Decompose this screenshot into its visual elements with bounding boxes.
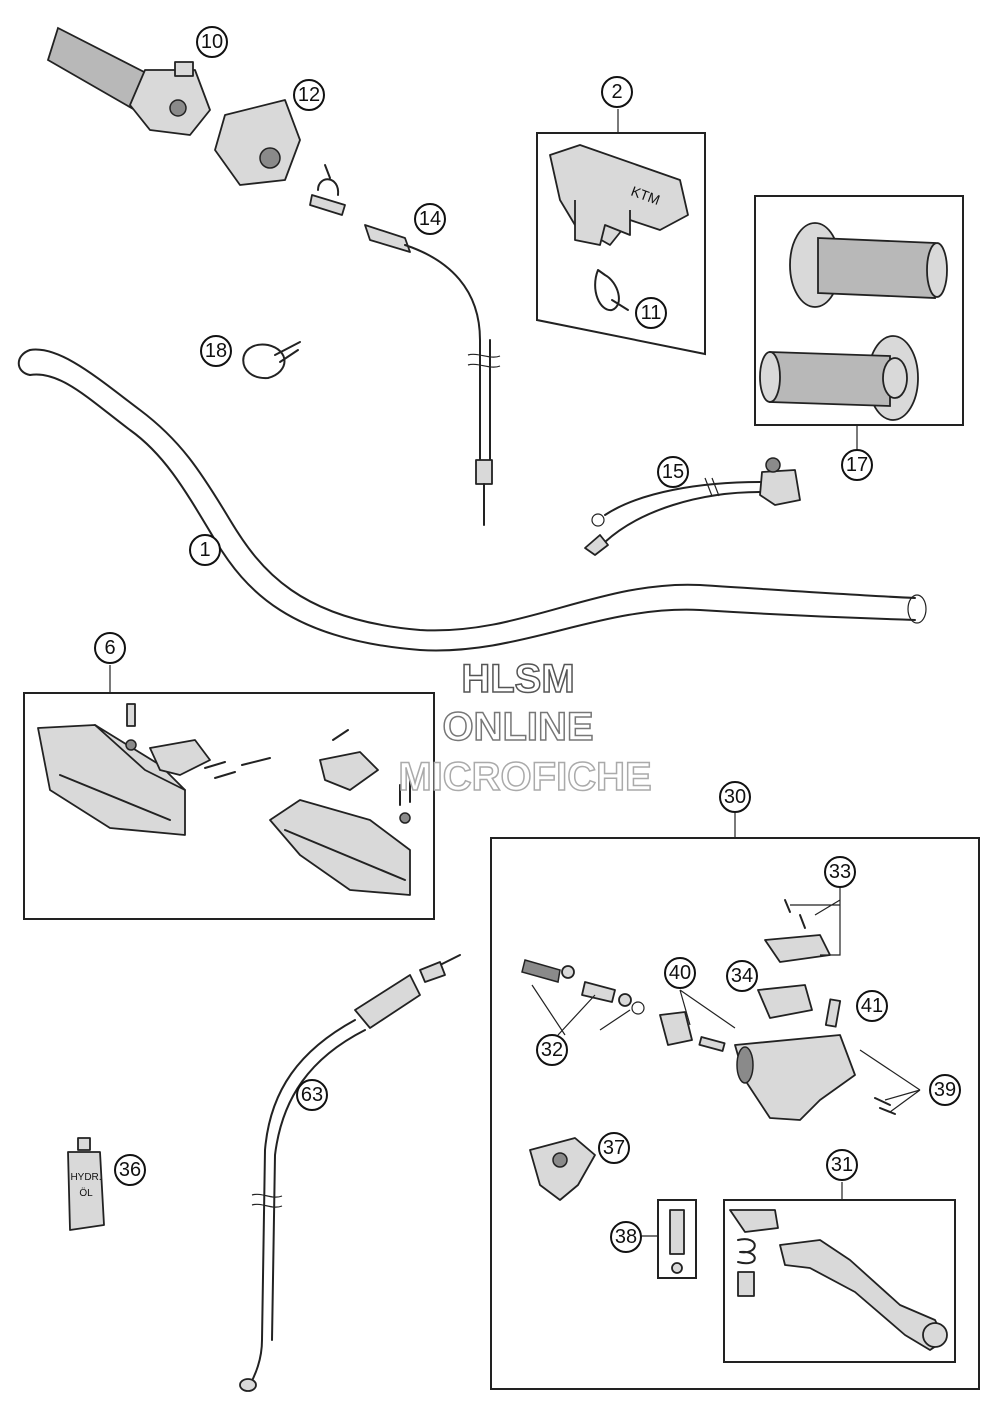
cable-tie [242,341,301,380]
brake-line [239,954,461,1392]
callout-33: 33 [824,856,856,888]
callout-12: 12 [293,79,325,111]
svg-text:15: 15 [662,461,684,483]
watermark-line1: HLSM [461,657,574,701]
bottle-label-line1: HYDR. [70,1172,101,1183]
callout-15: 15 [657,456,689,488]
svg-text:40: 40 [669,962,691,984]
callout-63: 63 [296,1079,328,1111]
watermark-line2: ONLINE [442,705,593,749]
callout-31: 31 [826,1149,858,1181]
handlebar [17,348,927,652]
svg-text:30: 30 [724,786,746,808]
callout-30: 30 [719,781,751,813]
svg-text:14: 14 [419,208,441,230]
watermark-line3: MICROFICHE [398,755,651,799]
bottle-label-line2: ÖL [79,1187,93,1199]
callout-37: 37 [598,1132,630,1164]
svg-text:1: 1 [199,539,210,561]
svg-text:10: 10 [201,31,223,53]
grips-group [754,195,964,426]
svg-text:39: 39 [934,1079,956,1101]
svg-text:17: 17 [846,454,868,476]
svg-text:11: 11 [641,302,662,324]
callout-11: 11 [635,297,667,329]
svg-text:37: 37 [603,1137,625,1159]
callout-39: 39 [929,1074,961,1106]
svg-text:32: 32 [541,1039,563,1061]
svg-text:38: 38 [615,1226,637,1248]
handlebar-pad-group: KTM [536,132,706,356]
callout-32: 32 [536,1034,568,1066]
hydraulic-oil-bottle: HYDR. ÖL [67,1137,105,1231]
callout-41: 41 [856,990,888,1022]
watermark: HLSM ONLINE MICROFICHE [398,656,653,800]
callout-17: 17 [841,449,873,481]
callout-34: 34 [726,960,758,992]
svg-text:31: 31 [831,1154,853,1176]
svg-text:6: 6 [104,637,115,659]
callout-10: 10 [196,26,228,58]
callout-38: 38 [610,1221,642,1253]
throttle-housing-cover [214,99,301,186]
svg-text:41: 41 [861,995,883,1017]
brake-master-cylinder-group [490,837,980,1390]
callout-36: 36 [114,1154,146,1186]
callout-40: 40 [664,957,696,989]
throttle-grip-assembly [46,26,211,136]
throttle-cable [309,164,501,526]
callout-1: 1 [189,534,221,566]
kill-switch [584,457,801,556]
svg-text:36: 36 [119,1159,141,1181]
svg-text:18: 18 [205,340,227,362]
svg-text:12: 12 [298,84,320,106]
svg-text:33: 33 [829,861,851,883]
svg-text:2: 2 [611,81,622,103]
callout-2: 2 [601,76,633,108]
callout-6: 6 [94,632,126,664]
leader-lines [109,109,921,1237]
callout-14: 14 [414,203,446,235]
callout-18: 18 [200,335,232,367]
svg-text:63: 63 [301,1084,323,1106]
hand-guard-group [23,692,435,920]
svg-text:34: 34 [731,965,753,987]
